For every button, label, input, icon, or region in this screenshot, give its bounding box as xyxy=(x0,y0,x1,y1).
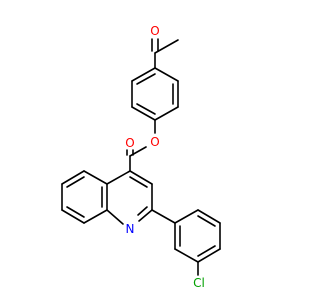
atom-label-ketone-oxygen: O xyxy=(150,24,159,38)
bond-ring1-inner xyxy=(136,103,156,115)
bond-benzo xyxy=(83,170,108,185)
atom-label-ring-nitrogen: N xyxy=(126,222,135,236)
bond-quinoline-to-aryl xyxy=(151,209,176,224)
bond-pyridine xyxy=(129,170,153,185)
bond-benzo xyxy=(83,209,108,224)
bond-pyridine xyxy=(106,209,124,225)
bond-chlorophenyl xyxy=(174,248,199,263)
atom-label-ester-oxygen: O xyxy=(150,135,159,149)
atom-label-chlorine: Cl xyxy=(193,276,205,290)
bond-chlorophenyl-inner xyxy=(197,245,216,257)
bond-benzo-inner xyxy=(66,176,85,188)
bond-ring1 xyxy=(131,67,156,82)
bond-benzo xyxy=(61,209,85,224)
bond-benzo xyxy=(61,170,85,185)
bond-chlorophenyl-inner xyxy=(197,215,216,227)
bond-chlorophenyl xyxy=(197,248,221,263)
bond-chlorophenyl xyxy=(197,209,221,224)
bond-ring1 xyxy=(131,106,156,121)
bond-methyl xyxy=(154,39,179,54)
bond-pyridine-inner xyxy=(129,176,148,188)
bond-ring1 xyxy=(154,67,179,82)
bond-benzo-inner xyxy=(66,206,85,218)
atom-label-carbonyl-oxygen: O xyxy=(125,136,134,150)
bond-pyridine-inner xyxy=(137,206,148,216)
bond-ring1 xyxy=(154,106,179,121)
bond-chlorophenyl xyxy=(174,209,199,224)
bond-pyridine xyxy=(106,170,131,185)
molecule-structure: O O O N Cl xyxy=(61,24,221,290)
bond-pyridine xyxy=(138,209,153,222)
bond-ring1-inner xyxy=(136,73,156,85)
structure-canvas: O O O N Cl xyxy=(61,24,221,290)
